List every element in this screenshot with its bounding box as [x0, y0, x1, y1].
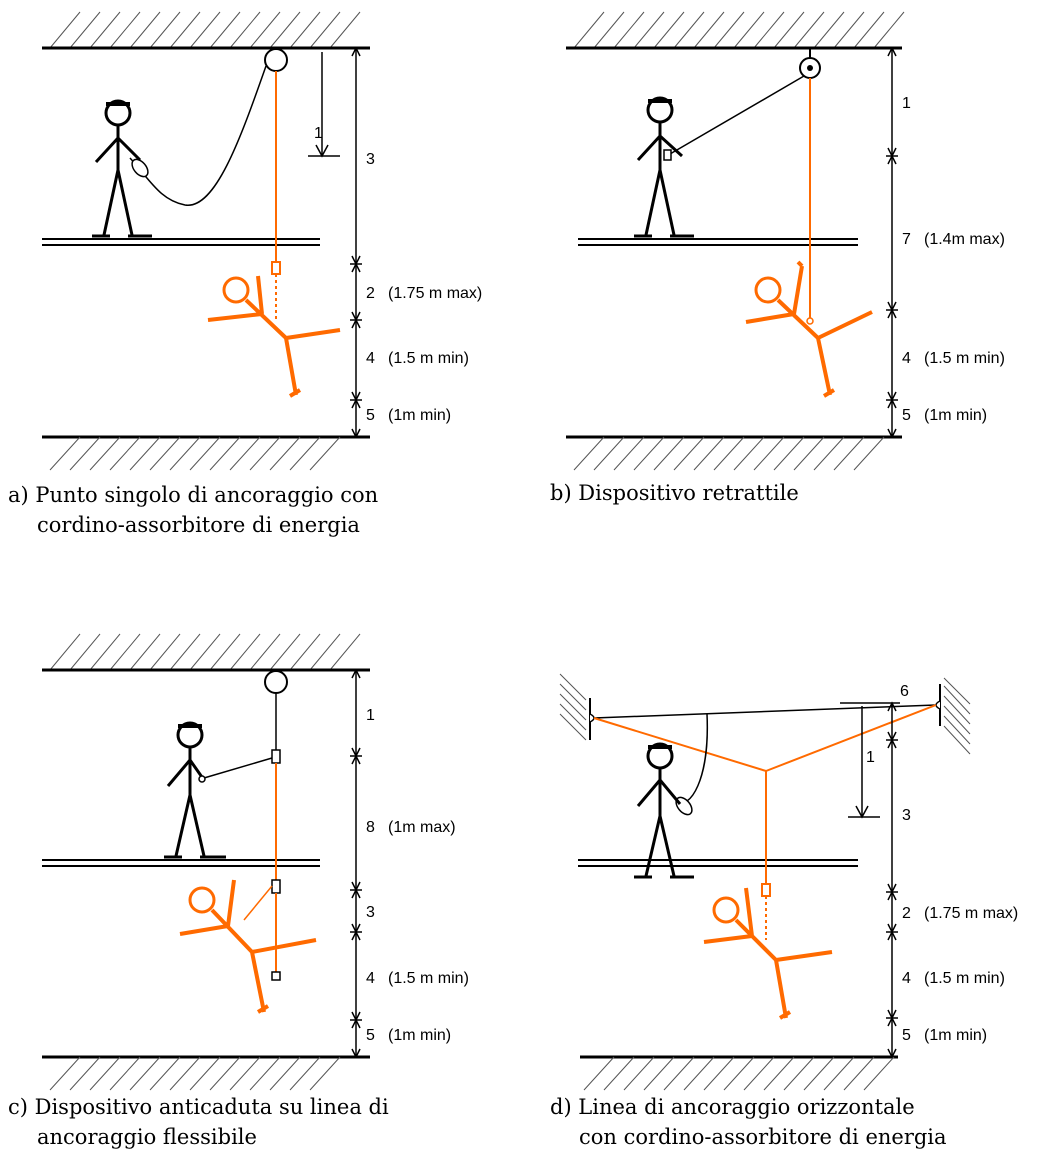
caption-d: d) Linea di ancoraggio orizzontale con c…	[550, 1092, 947, 1152]
panel-c: 1 8 (1m max) 3 4 (1.5 m min) 5 (1m min) …	[0, 580, 522, 1166]
panel-a: 1 3 2 (1.75 m max) 4 (1.5 m min) 5 (1m m…	[0, 0, 522, 580]
label-5: 5	[366, 407, 375, 424]
panel-d: 6 1 3 2 (1.75 m max) 4 (1.5 m min) 5 (1m…	[540, 580, 1044, 1166]
label-4: 4	[902, 350, 911, 367]
diagram-b: 1 7 (1.4m max) 4 (1.5 m min) 5 (1m min)	[566, 11, 1005, 471]
platform	[578, 238, 858, 246]
floor-hatch	[49, 1056, 341, 1091]
caption-c-line1: c) Dispositivo anticaduta su linea di	[8, 1095, 389, 1119]
fallen-worker	[745, 260, 873, 398]
label-7: 7	[902, 231, 911, 248]
label-5: 5	[902, 1027, 911, 1044]
ceiling-hatch	[573, 11, 905, 49]
note-5: (1m min)	[388, 1027, 451, 1044]
standing-worker	[634, 96, 694, 238]
retractable-line	[669, 75, 805, 155]
platform	[42, 859, 320, 867]
fallen-worker	[179, 879, 317, 1014]
label-3: 3	[366, 151, 375, 168]
label-8: 8	[366, 819, 375, 836]
diagram-d: 6 1 3 2 (1.75 m max) 4 (1.5 m min) 5 (1m…	[559, 673, 1018, 1091]
diagram-a: 1 3 2 (1.75 m max) 4 (1.5 m min) 5 (1m m…	[42, 11, 482, 471]
note-4: (1.5 m min)	[388, 350, 469, 367]
energy-absorber	[131, 158, 149, 178]
left-wall-hatch	[559, 673, 591, 741]
caption-c-line2: ancoraggio flessibile	[37, 1125, 257, 1149]
label-1: 1	[902, 95, 911, 112]
caption-a-line2: cordino-assorbitore di energia	[37, 513, 360, 537]
note-5: (1m min)	[924, 407, 987, 424]
note-2: (1.75 m max)	[388, 285, 482, 302]
lanyard	[675, 713, 709, 804]
label-1: 1	[314, 125, 323, 142]
label-5: 5	[366, 1027, 375, 1044]
label-2: 2	[366, 285, 375, 302]
label-3: 3	[902, 807, 911, 824]
fall-arrester-engaged	[271, 879, 281, 894]
lanyard	[129, 65, 267, 206]
absorber-deployed	[271, 261, 281, 275]
caption-b: b) Dispositivo retrattile	[550, 478, 799, 508]
ceiling-hatch	[49, 11, 361, 49]
standing-worker	[164, 721, 226, 859]
caption-a-line1: a) Punto singolo di ancoraggio con	[8, 483, 379, 507]
note-5: (1m min)	[924, 1027, 987, 1044]
anchor-ring	[264, 48, 288, 72]
fallen-worker	[703, 887, 833, 1020]
platform	[42, 238, 320, 246]
caption-c: c) Dispositivo anticaduta su linea di an…	[8, 1092, 389, 1152]
platform	[578, 859, 858, 867]
note-2: (1.75 m max)	[924, 905, 1018, 922]
floor-hatch	[49, 436, 341, 471]
ceiling-hatch	[49, 633, 361, 671]
label-4: 4	[366, 970, 375, 987]
label-4: 4	[902, 970, 911, 987]
line-weight	[271, 971, 281, 981]
deflected-anchor-line	[593, 704, 937, 773]
panel-b: 1 7 (1.4m max) 4 (1.5 m min) 5 (1m min) …	[540, 0, 1044, 580]
dimension-chain	[886, 46, 898, 439]
dimension-chain	[350, 46, 362, 439]
note-8: (1m max)	[388, 819, 456, 836]
label-2: 2	[902, 905, 911, 922]
caption-d-line1: d) Linea di ancoraggio orizzontale	[550, 1095, 915, 1119]
diagram-c: 1 8 (1m max) 3 4 (1.5 m min) 5 (1m min)	[42, 633, 469, 1091]
note-5: (1m min)	[388, 407, 451, 424]
dimension-1	[308, 52, 340, 158]
note-4: (1.5 m min)	[388, 970, 469, 987]
note-4: (1.5 m min)	[924, 350, 1005, 367]
label-5: 5	[902, 407, 911, 424]
label-4: 4	[366, 350, 375, 367]
retractable-device	[799, 48, 821, 79]
connector-lanyard	[203, 757, 273, 779]
anchor-line	[593, 704, 937, 719]
label-6: 6	[900, 683, 909, 700]
fallen-worker	[207, 275, 341, 398]
floor-hatch	[573, 436, 885, 471]
caption-b-line1: b) Dispositivo retrattile	[550, 481, 799, 505]
fall-arrester	[271, 749, 281, 764]
anchor-ring	[264, 670, 288, 694]
right-wall-hatch	[939, 677, 971, 755]
standing-worker	[634, 742, 694, 879]
note-4: (1.5 m min)	[924, 970, 1005, 987]
label-1: 1	[366, 707, 375, 724]
note-7: (1.4m max)	[924, 231, 1005, 248]
standing-worker	[92, 99, 152, 238]
label-3: 3	[366, 904, 375, 921]
dimension-1	[848, 706, 880, 819]
label-1: 1	[866, 749, 875, 766]
dimension-chain	[350, 668, 362, 1059]
caption-a: a) Punto singolo di ancoraggio con cordi…	[8, 480, 378, 540]
dimension-chain	[886, 701, 898, 1059]
caption-d-line2: con cordino-assorbitore di energia	[579, 1125, 947, 1149]
floor-hatch	[583, 1056, 895, 1091]
